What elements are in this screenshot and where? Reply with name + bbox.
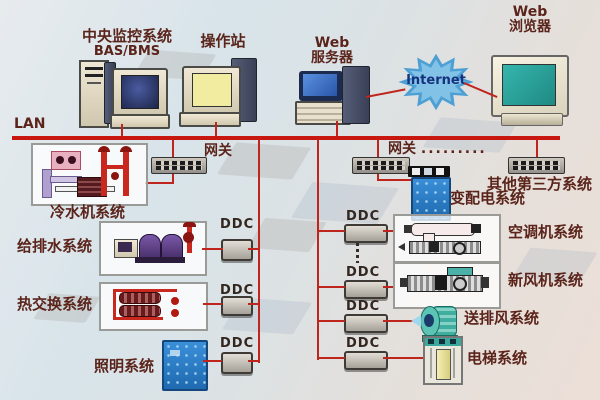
link-ddc-to-elevator <box>383 357 424 359</box>
link-ddc-to-left-bus <box>248 303 259 305</box>
operator-monitor-icon <box>182 66 241 116</box>
chiller-system-box <box>31 143 148 206</box>
central-station-label-line2: BAS/BMS <box>93 43 161 59</box>
gateway-left-label: 网关 <box>204 143 232 159</box>
laptop-base-icon <box>295 101 351 125</box>
elevator-car <box>436 349 451 380</box>
link-gateway-to-chiller <box>145 182 174 184</box>
central-station-label-line1: 中央监控系统 <box>81 27 172 45</box>
third-party-rack-icon <box>508 157 565 174</box>
heat-system-box <box>99 282 208 331</box>
link-right-bus-to-ddc <box>318 320 345 322</box>
link-right-bus-to-ddc <box>318 286 345 288</box>
ddc-controller-lighting <box>221 352 253 374</box>
drop-server-to-lan <box>336 121 338 136</box>
ddc-controller-fresh-air <box>344 280 388 299</box>
background-pattern <box>290 181 400 225</box>
exhaust-fan-system-label: 送排风系统 <box>464 309 540 327</box>
right-ddc-bus-line <box>317 139 319 360</box>
ddc-controller-elevator <box>344 351 388 370</box>
web-server-label-line2: 服务器 <box>311 50 353 67</box>
third-party-drop-line <box>536 139 538 159</box>
third-party-system-label: 其他第三方系统 <box>487 175 593 193</box>
link-right-bus-to-ddc <box>318 230 345 232</box>
water-system-box <box>99 221 207 276</box>
lighting-cabinet-icon <box>162 340 208 391</box>
lighting-system-label: 照明系统 <box>94 357 155 375</box>
heat-exchanger-cylinder <box>119 305 161 317</box>
link-ddc-to-ahu <box>383 230 394 232</box>
ddc-controller-heat <box>221 296 253 316</box>
central-station-label: 中央监控系统 BAS/BMS <box>68 28 186 59</box>
internet-cloud-icon <box>398 53 474 111</box>
fresh-air-system-label: 新风机系统 <box>508 271 584 289</box>
gateway-right-label: 网关 ......... <box>388 141 487 157</box>
chiller-system-label: 冷水机系统 <box>50 203 126 221</box>
ahu-unit <box>409 241 481 254</box>
ddc-label: DDC <box>346 265 381 280</box>
server-tower-icon <box>342 66 370 124</box>
gateway-right-label-text: 网关 <box>388 141 416 157</box>
link-lighting-to-ddc <box>203 360 222 362</box>
ddc-label: DDC <box>346 336 381 351</box>
ddc-label: DDC <box>346 209 381 224</box>
operator-station-label: 操作站 <box>200 32 246 50</box>
link-ddc-to-left-bus <box>248 360 259 362</box>
lan-bus-line <box>12 136 560 140</box>
elevator-icon <box>423 336 463 385</box>
water-system-label: 给排水系统 <box>17 237 93 255</box>
web-browser-label-line1: Web <box>512 4 548 20</box>
link-right-bus-to-ddc <box>318 357 345 359</box>
gateway-left-rack-icon <box>151 157 207 174</box>
web-browser-label: Web 浏览器 <box>498 4 562 36</box>
ahu-duct <box>411 223 475 236</box>
link-ddc-to-fresh-air <box>383 286 394 288</box>
lan-label: LAN <box>14 116 46 132</box>
power-system-label: 变配电系统 <box>450 189 526 207</box>
internet-label: Internet <box>406 73 466 88</box>
heat-system-label: 热交换系统 <box>17 295 93 313</box>
laptop-screen-icon <box>299 71 343 101</box>
ddc-controller-water <box>221 239 253 261</box>
web-server-label-line1: Web <box>314 35 350 51</box>
link-ddc-to-left-bus <box>248 248 259 250</box>
ddc-label: DDC <box>220 217 255 232</box>
elevator-system-label: 电梯系统 <box>467 349 528 367</box>
drop-operator-to-lan <box>215 122 217 136</box>
gateway-right-rack-icon <box>352 157 410 174</box>
ddc-label: DDC <box>346 299 381 314</box>
water-control-monitor <box>114 239 138 258</box>
ddc-controller-exhaust-fan <box>344 314 388 333</box>
chiller-gauge-panel <box>51 151 81 170</box>
fresh-air-system-box <box>393 262 501 309</box>
water-pump-icon <box>139 234 161 259</box>
ahu-system-box <box>393 214 501 263</box>
link-water-to-ddc <box>202 248 223 250</box>
water-pump-icon <box>161 234 183 259</box>
left-ddc-bus-line <box>258 139 260 363</box>
browser-monitor-base <box>501 113 563 126</box>
operator-keyboard-icon <box>179 112 241 127</box>
browser-monitor-icon <box>491 55 569 117</box>
ddc-controller-ahu <box>344 224 388 243</box>
power-cabinet-icon <box>411 177 451 221</box>
link-heat-to-ddc <box>203 303 222 305</box>
central-monitor-icon <box>112 68 168 118</box>
drop-central-to-lan <box>121 124 123 136</box>
ddc-label: DDC <box>220 336 255 351</box>
ahu-system-label: 空调机系统 <box>508 223 584 241</box>
chiller-pipe-bracket <box>42 169 52 198</box>
web-server-label: Web 服务器 <box>303 35 361 67</box>
central-keyboard-icon <box>110 114 170 129</box>
power-cabinet-top-band <box>408 166 450 177</box>
link-ddc-to-fan <box>383 320 420 322</box>
web-browser-label-line2: 浏览器 <box>509 19 551 36</box>
heat-exchanger-cylinder <box>119 292 161 304</box>
gateway-right-dots: ......... <box>420 141 487 157</box>
ddc-label: DDC <box>220 283 255 298</box>
link-gateway-to-power-cabinet <box>377 179 414 181</box>
ellipsis-dots-vertical <box>356 243 359 263</box>
